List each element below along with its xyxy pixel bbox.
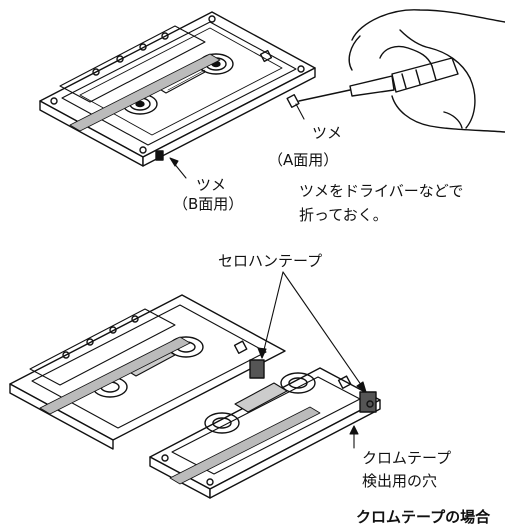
tab-a-label: ツメ (312, 124, 343, 142)
detection-hole-label: 検出用の穴 (362, 472, 438, 490)
bottom-leader-lines (257, 271, 367, 449)
chrome-tape-caption: クロムテープの場合 (356, 508, 491, 526)
instruction-line-1: ツメをドライバーなどで (299, 182, 464, 200)
tab-a-side-label: （A面用） (268, 151, 339, 169)
chrome-tape-label: クロムテープ (362, 449, 452, 467)
instruction-line-2: 折っておく。 (299, 206, 388, 224)
tab-b-side-label: （B面用） (173, 195, 244, 213)
screwdriver-hand (298, 9, 505, 133)
bottom-cassette-front (149, 367, 381, 499)
bottom-cassette-back (9, 294, 286, 450)
top-cassette-drawing (39, 11, 316, 167)
tab-b-label: ツメ (196, 176, 227, 194)
top-leader-lines (169, 103, 305, 179)
cellophane-tape-label: セロハンテープ (218, 252, 323, 270)
